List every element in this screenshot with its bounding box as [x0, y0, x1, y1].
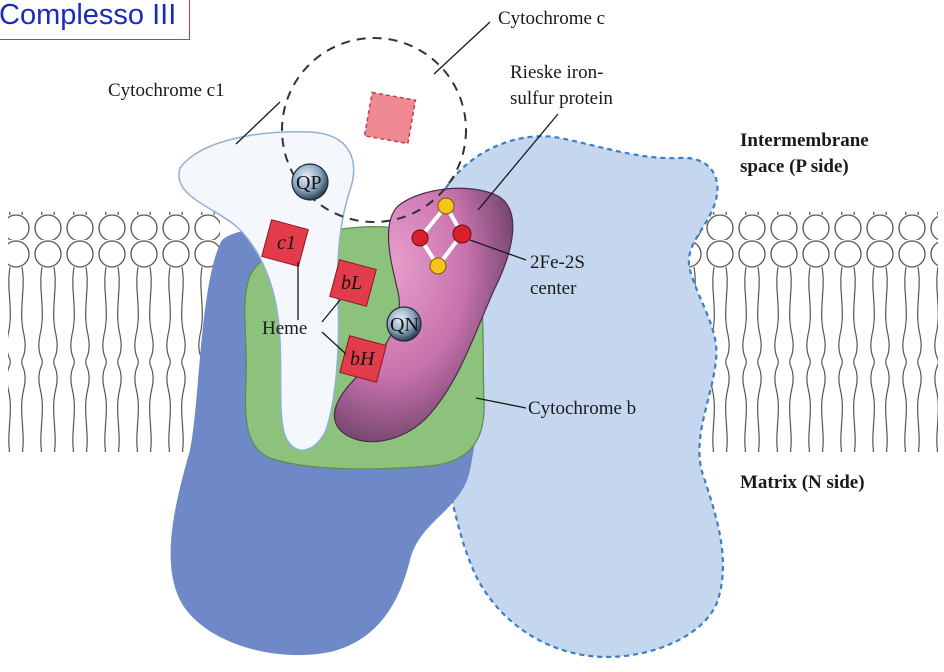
cytochrome-c-heme	[363, 91, 417, 145]
heme-label: Heme	[262, 318, 307, 339]
heme-bh: bH	[339, 335, 387, 383]
heme-bl: bL	[329, 259, 377, 307]
rieske-label-line1: Rieske iron-	[510, 62, 603, 83]
cytochrome-b-label: Cytochrome b	[528, 398, 636, 419]
qp-site: QP	[291, 163, 329, 201]
heme-c1: c1	[261, 219, 309, 267]
heme-bh-label: bH	[350, 348, 376, 370]
qp-label: QP	[296, 172, 322, 194]
matrix-label: Matrix (N side)	[740, 472, 865, 493]
intermembrane-label-line1: Intermembrane	[740, 130, 869, 151]
fe-s-label-line2: center	[530, 278, 577, 299]
lipid-bilayer-right	[676, 212, 938, 452]
lipid-bilayer-left	[8, 212, 220, 452]
rieske-protein-shape	[333, 187, 514, 443]
heme-c1-label: c1	[277, 232, 296, 254]
iron-sulfur-cluster	[411, 197, 472, 275]
cytochrome-c1-shape	[178, 131, 355, 451]
cytochrome-c-label: Cytochrome c	[498, 8, 605, 29]
cytochrome-c-outline	[281, 37, 467, 223]
leader-lines	[235, 21, 559, 409]
qn-site: QN	[386, 306, 422, 342]
slide-title: Complesso III	[0, 0, 190, 40]
rieske-label-line2: sulfur protein	[510, 88, 613, 109]
cytochrome-c1-label: Cytochrome c1	[108, 80, 225, 101]
fe-s-label-line1: 2Fe-2S	[530, 252, 585, 273]
intermembrane-label-line2: space (P side)	[740, 156, 849, 177]
complex-iii-right-monomer	[432, 135, 724, 658]
heme-bl-label: bL	[341, 272, 362, 294]
qn-label: QN	[390, 314, 419, 336]
